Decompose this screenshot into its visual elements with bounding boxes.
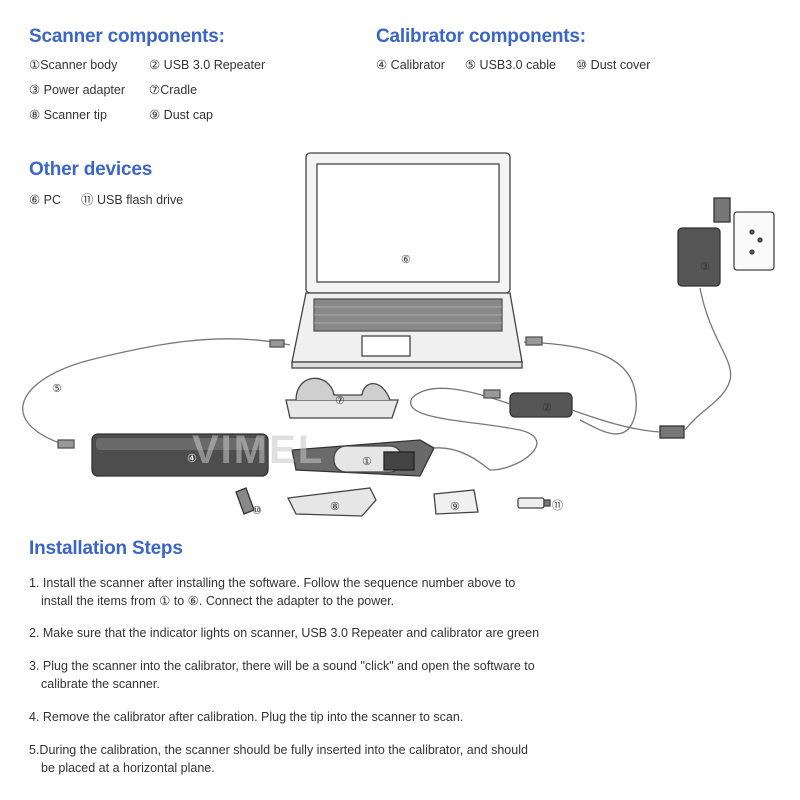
step-line-continued: install the items from ① to ⑥. Connect t…	[41, 594, 395, 608]
component-item: ③ Power adapter	[29, 83, 125, 97]
scanner-tip-illustration	[287, 487, 377, 517]
label-pc: ⑥	[401, 254, 411, 266]
scanner-components-row-2: ③ Power adapter ⑦Cradle	[29, 82, 217, 97]
label-calibrator: ④	[187, 453, 197, 465]
step-line: 5.During the calibration, the scanner sh…	[29, 743, 528, 757]
installation-step: 5.During the calibration, the scanner sh…	[29, 741, 589, 777]
scanner-illustration	[291, 439, 491, 477]
step-line-continued: be placed at a horizontal plane.	[41, 761, 215, 775]
installation-steps-heading: Installation Steps	[29, 538, 183, 559]
other-devices-row: ⑥ PC ⑪ USB flash drive	[29, 189, 203, 208]
label-dust-cover: ⑩	[252, 505, 262, 517]
label-usb-cable: ⑤	[52, 383, 62, 395]
step-line: 1. Install the scanner after installing …	[29, 576, 516, 590]
laptop-illustration	[291, 152, 523, 369]
step-line-continued: calibrate the scanner.	[41, 677, 160, 691]
watermark: VIMEL	[192, 428, 325, 472]
label-power-adapter: ③	[700, 261, 710, 273]
dust-cap-illustration	[433, 489, 479, 515]
usb-drive-illustration	[517, 497, 545, 509]
power-adapter-illustration	[659, 197, 775, 439]
step-line: 4. Remove the calibrator after calibrati…	[29, 710, 464, 724]
label-cradle: ⑦	[335, 395, 345, 407]
calibrator-components-heading: Calibrator components:	[376, 26, 586, 47]
label-dust-cap: ⑨	[450, 501, 460, 513]
usb-repeater-illustration	[410, 387, 661, 471]
label-scanner: ①	[362, 456, 372, 468]
component-item: ①Scanner body	[29, 58, 118, 72]
installation-step: 2. Make sure that the indicator lights o…	[29, 624, 589, 642]
device-item: ⑪ USB flash drive	[81, 193, 184, 207]
usb-cable-5	[22, 338, 291, 445]
label-tip: ⑧	[330, 501, 340, 513]
scanner-components-row-3: ⑧ Scanner tip ⑨ Dust cap	[29, 107, 233, 122]
component-item: ⑩ Dust cover	[576, 58, 651, 72]
installation-step: 3. Plug the scanner into the calibrator,…	[29, 657, 589, 693]
step-line: 2. Make sure that the indicator lights o…	[29, 626, 540, 640]
label-repeater: ②	[542, 402, 552, 414]
component-item: ⑤ USB3.0 cable	[464, 58, 556, 72]
other-devices-heading: Other devices	[29, 159, 153, 180]
component-item: ④ Calibrator	[376, 58, 445, 72]
component-item: ⑧ Scanner tip	[29, 108, 107, 122]
scanner-components-heading: Scanner components:	[29, 26, 225, 47]
installation-step: 4. Remove the calibrator after calibrati…	[29, 708, 589, 726]
dust-cover-illustration	[235, 487, 255, 515]
component-item: ⑦Cradle	[149, 83, 198, 97]
component-item: ② USB 3.0 Repeater	[149, 58, 266, 72]
scanner-components-row-1: ①Scanner body ② USB 3.0 Repeater	[29, 57, 285, 72]
cradle-illustration	[285, 377, 399, 419]
calibrator-components-row: ④ Calibrator ⑤ USB3.0 cable ⑩ Dust cover	[376, 57, 670, 72]
installation-diagram	[22, 152, 775, 517]
component-item: ⑨ Dust cap	[149, 108, 214, 122]
label-usb-drive: ⑪	[552, 500, 563, 512]
step-line: 3. Plug the scanner into the calibrator,…	[29, 659, 535, 673]
device-item: ⑥ PC	[29, 193, 62, 207]
installation-step: 1. Install the scanner after installing …	[29, 574, 589, 610]
calibrator-illustration	[91, 433, 269, 477]
